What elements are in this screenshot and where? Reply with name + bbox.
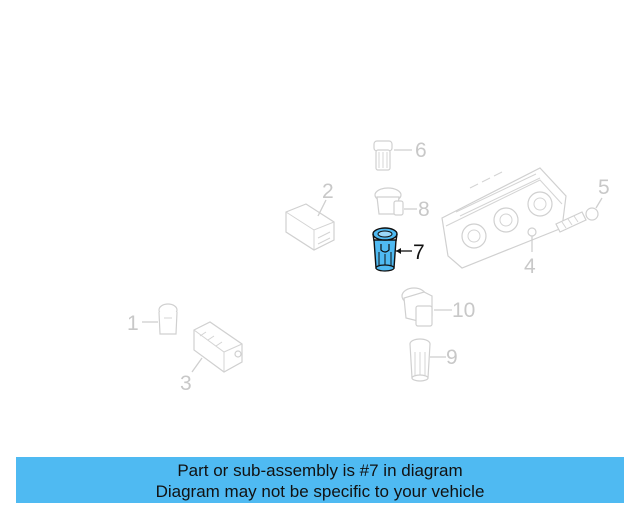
- leader-3: [191, 357, 203, 373]
- callout-1: 1: [127, 312, 139, 335]
- callout-3: 3: [180, 372, 192, 395]
- part-9-base: [411, 374, 429, 382]
- part-5-stem: [555, 211, 587, 233]
- leader-5: [595, 197, 603, 209]
- part-6[interactable]: [373, 140, 393, 171]
- part-7-top-opening: [377, 230, 393, 238]
- banner-line-disclaimer: Diagram may not be specific to your vehi…: [155, 482, 485, 501]
- part-4-knob-left-inner: [467, 229, 481, 243]
- part-2[interactable]: [285, 203, 335, 251]
- part-7-highlighted[interactable]: [372, 227, 398, 272]
- part-7-base: [375, 264, 395, 272]
- part-10-bracket: [415, 305, 433, 327]
- callout-6: 6: [415, 139, 427, 162]
- callout-4: 4: [524, 255, 536, 278]
- part-3-buttons: [199, 331, 223, 347]
- part-5-head: [585, 207, 599, 221]
- part-4-buttons: [469, 171, 503, 189]
- part-3-edges: [193, 329, 243, 372]
- part-4-button-row: [455, 173, 541, 217]
- part-7-collar: [372, 233, 398, 242]
- part-8-clip: [393, 200, 404, 216]
- callout-2: 2: [322, 180, 334, 203]
- callout-10: 10: [452, 299, 475, 322]
- banner-line-part-number: Part or sub-assembly is #7 in diagram: [177, 461, 463, 480]
- part-8[interactable]: [374, 187, 404, 216]
- part-3[interactable]: [193, 321, 243, 373]
- part-4-knob-right: [527, 191, 553, 217]
- callout-9: 9: [446, 346, 458, 369]
- info-banner: Part or sub-assembly is #7 in diagram Di…: [16, 457, 624, 503]
- part-4-clip: [527, 227, 537, 237]
- part-4-knob-right-inner: [533, 197, 547, 211]
- part-4-knob-left: [461, 223, 487, 249]
- callout-5: 5: [598, 176, 610, 199]
- part-4-top-edge: [445, 179, 563, 227]
- part-4-knob-middle: [493, 207, 519, 233]
- leader-2: [317, 199, 327, 217]
- part-2-pins: [317, 231, 331, 245]
- part-1-body: [158, 311, 178, 335]
- callout-7: 7: [413, 241, 425, 264]
- part-4-knob-middle-inner: [499, 213, 513, 227]
- part-2-edges: [285, 211, 335, 250]
- part-9[interactable]: [409, 338, 431, 382]
- part-4[interactable]: [441, 167, 567, 269]
- part-5[interactable]: [555, 207, 599, 233]
- callout-8: 8: [418, 198, 430, 221]
- part-3-pin: [234, 350, 242, 358]
- leader-7-arrowhead: [396, 248, 401, 254]
- part-1[interactable]: [158, 303, 178, 335]
- part-5-threads: [561, 215, 579, 229]
- part-7-window: [380, 244, 390, 253]
- part-10[interactable]: [401, 287, 433, 327]
